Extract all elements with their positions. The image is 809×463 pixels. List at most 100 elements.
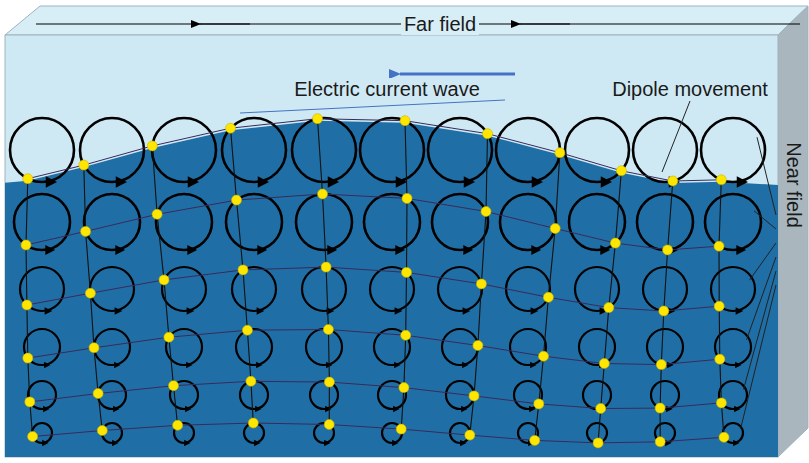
dipole-dot <box>152 209 162 219</box>
dipole-dot <box>23 174 33 184</box>
orbit-arrowhead <box>531 307 539 315</box>
orbit-circle <box>310 381 338 409</box>
orbit-circle <box>226 194 282 250</box>
far-field-label: Far field <box>401 13 479 35</box>
dipole-dot <box>89 343 99 353</box>
dipole-dot <box>324 420 334 430</box>
orbit-circle <box>651 381 679 409</box>
orbit-arrowhead <box>256 362 262 368</box>
dipole-grid <box>10 114 765 448</box>
dipole-dot <box>324 377 334 387</box>
orbit-circle <box>428 118 492 182</box>
orbit-circle <box>152 118 216 182</box>
dipole-dot <box>610 238 620 248</box>
dipole-dot <box>534 399 544 409</box>
dipole-dot <box>593 438 603 448</box>
orbit-arrowhead <box>112 440 118 446</box>
box-front-face <box>5 35 778 457</box>
dipole-dot <box>655 403 665 413</box>
wave-line <box>33 423 724 443</box>
dipole-dot <box>248 418 258 428</box>
dipole-dot <box>238 265 248 275</box>
dipole-dot <box>313 114 323 124</box>
orbit-arrowhead <box>669 176 680 187</box>
orbit-arrowhead <box>116 176 127 187</box>
orbit-circle <box>637 194 693 250</box>
dipole-dot <box>323 325 333 335</box>
dipole-dot <box>318 189 328 199</box>
orbit-arrowhead <box>185 406 191 412</box>
dipole-dot <box>659 306 669 316</box>
dipole-dot <box>400 116 410 126</box>
orbit-arrowhead <box>460 440 466 446</box>
orbit-arrowhead <box>115 307 123 315</box>
orbit-arrowhead <box>463 245 473 255</box>
orbit-arrowhead <box>45 245 55 255</box>
orbit-arrowhead <box>393 406 399 412</box>
orbit-circle <box>10 118 74 182</box>
orbit-arrowhead <box>255 406 261 412</box>
orbit-circle <box>442 329 478 365</box>
orbit-circle <box>162 267 206 311</box>
dipole-dot <box>396 424 406 434</box>
orbit-circle <box>236 329 272 365</box>
orbit-arrowhead <box>188 176 199 187</box>
orbit-arrowhead <box>461 406 467 412</box>
dipole-dot <box>719 432 729 442</box>
orbit-arrowhead <box>187 307 195 315</box>
dipole-dot <box>476 279 486 289</box>
dipole-dot <box>655 437 665 447</box>
orbit-arrowhead <box>462 362 468 368</box>
orbit-circle <box>232 267 276 311</box>
orbit-arrowhead <box>395 245 405 255</box>
orbit-arrowhead <box>46 176 57 187</box>
orbit-circle <box>715 329 751 365</box>
dipole-movement-label: Dipole movement <box>609 78 771 100</box>
orbit-circle <box>705 194 761 250</box>
dipole-dot <box>173 420 183 430</box>
orbit-arrowhead <box>735 362 741 368</box>
orbit-arrowhead <box>187 245 197 255</box>
orbit-circle <box>222 118 286 182</box>
dipole-dot <box>25 397 35 407</box>
dipole-dot <box>539 351 549 361</box>
orbit-arrowhead <box>114 362 120 368</box>
dipole-dot <box>604 303 614 313</box>
orbit-arrowhead <box>186 362 192 368</box>
orbit-circle <box>292 118 356 182</box>
wave-line <box>28 119 722 181</box>
dipole-dot <box>226 123 236 133</box>
dipole-dot <box>481 207 491 217</box>
wave-line <box>28 330 720 365</box>
dipole-dot <box>596 404 606 414</box>
dipole-dot <box>147 141 157 151</box>
dipole-dot <box>668 176 678 186</box>
dipole-dot <box>321 262 331 272</box>
dipole-dot <box>616 166 626 176</box>
near-field-leader <box>754 211 776 229</box>
orbit-arrowhead <box>328 176 339 187</box>
wave-line <box>27 267 719 311</box>
orbit-circle <box>360 118 424 182</box>
orbit-arrowhead <box>464 176 475 187</box>
orbit-arrowhead <box>531 245 541 255</box>
orbit-arrowhead <box>394 362 400 368</box>
orbit-arrowhead <box>736 307 744 315</box>
orbit-arrowhead <box>115 245 125 255</box>
box-top-face <box>5 6 808 35</box>
orbit-circle <box>302 267 346 311</box>
current-wave-label: Electric current wave <box>291 78 483 100</box>
dipole-dot <box>164 332 174 342</box>
dipole-dot <box>599 359 609 369</box>
near-field-leader <box>741 285 777 429</box>
near-field-leader <box>750 243 777 280</box>
dipole-dot <box>21 240 31 250</box>
orbit-arrowhead <box>254 440 260 446</box>
dipole-dot <box>550 224 560 234</box>
orbit-arrowhead <box>532 176 543 187</box>
orbit-arrowhead <box>736 245 746 255</box>
orbit-circle <box>506 267 550 311</box>
dipole-dot <box>93 389 103 399</box>
orbit-circle <box>364 194 420 250</box>
